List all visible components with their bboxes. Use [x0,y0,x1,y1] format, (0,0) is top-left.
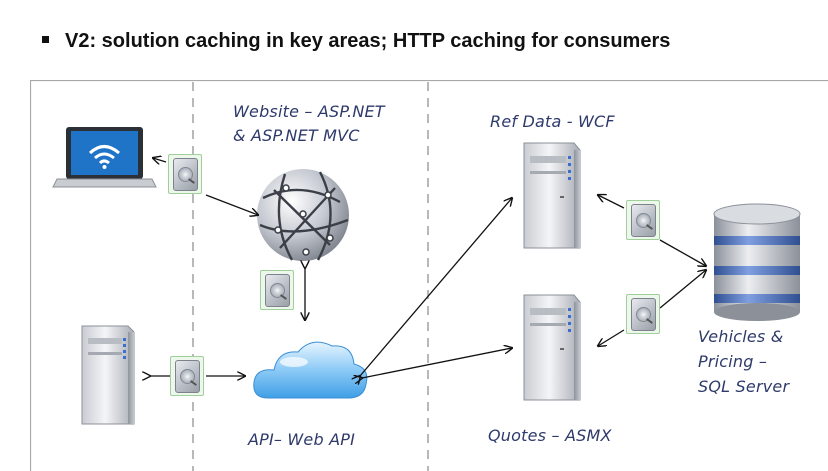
api-label: API– Web API [248,430,356,449]
refdata-label: Ref Data - WCF [490,112,615,131]
arrow-cloud-refdata [360,198,512,376]
hard-disk-cache-icon [260,270,294,310]
diagram-graphics [30,80,828,471]
cloud-icon [253,341,368,399]
bullet-icon [42,36,49,44]
arrow-cache2-to-db [659,270,706,309]
arrow-cache-to-globe [205,194,258,215]
slide-heading: V2: solution caching in key areas; HTTP … [42,30,670,53]
arrow-cache-to-refdata [598,195,625,209]
arrow-cache2-to-quotes [598,329,625,346]
arrow-cloud-quotes [362,348,512,378]
database-icon [713,203,801,321]
globe-icon [257,169,349,261]
laptop-wifi-icon [52,127,157,188]
hard-disk-cache-icon [168,154,202,194]
website-label-line1: Website – ASP.NET [233,102,385,121]
arrow-cache-to-db [659,239,706,266]
server-icon [523,294,581,401]
db-label-line2: Pricing – [698,352,768,371]
server-icon [523,142,581,249]
hard-disk-cache-icon [626,200,660,240]
hard-disk-cache-icon [626,294,660,334]
server-icon [81,325,135,425]
diagram-frame [30,80,828,471]
arrow-cache-to-laptop [153,158,167,162]
slide-heading-text: V2: solution caching in key areas; HTTP … [65,30,671,52]
quotes-label: Quotes – ASMX [488,426,612,445]
website-label-line2: & ASP.NET MVC [233,126,360,145]
connection-arrows [150,158,706,378]
db-label-line1: Vehicles & [698,327,784,346]
architecture-diagram: Website – ASP.NET & ASP.NET MVC Ref Data… [30,80,828,471]
hard-disk-cache-icon [170,356,204,396]
db-label-line3: SQL Server [698,377,790,396]
